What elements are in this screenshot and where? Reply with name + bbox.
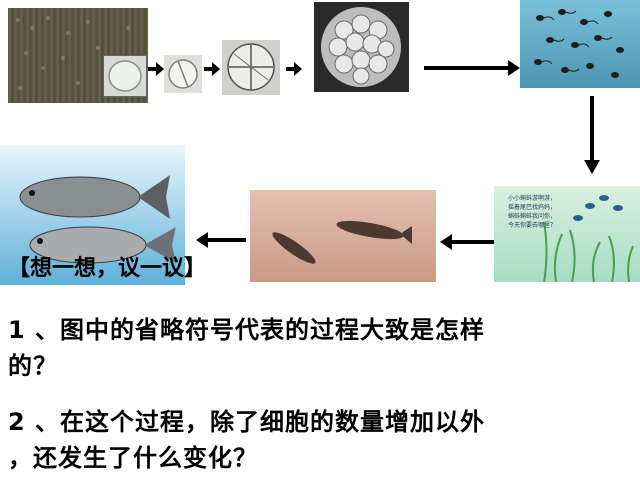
fry-illustration bbox=[272, 220, 412, 264]
adult-fish-photo bbox=[0, 145, 185, 285]
fish-fry-photo bbox=[250, 190, 436, 282]
arrow-4 bbox=[424, 60, 520, 76]
tadpole-swarm bbox=[534, 9, 624, 78]
morula-cells bbox=[321, 7, 401, 87]
tadpoles-photo bbox=[520, 0, 640, 88]
question-2: 2 、在这个过程，除了细胞的数量增加以外 ，还发生了什么变化？ bbox=[8, 404, 632, 476]
poem-line: 今天你要去哪里？ bbox=[508, 222, 557, 229]
arrow-3 bbox=[286, 62, 302, 76]
arrow-2 bbox=[204, 62, 220, 76]
two-cell-image bbox=[164, 55, 202, 93]
four-cell-image bbox=[222, 40, 280, 95]
arrow-5 bbox=[584, 96, 600, 174]
egg-cell-image bbox=[103, 55, 147, 97]
question-1-line-2: 的？ bbox=[8, 352, 58, 380]
question-1-line-1: 1 、图中的省略符号代表的过程大致是怎样 bbox=[8, 316, 486, 344]
arrow-7 bbox=[196, 232, 246, 248]
morula-image bbox=[314, 2, 409, 92]
poem-text: 小小蝌蚪游啊游， 摇着尾巴找妈妈， 蝌蚪蝌蚪我问你， 今天你要去哪里？ bbox=[508, 194, 578, 230]
question-2-line-1: 2 、在这个过程，除了细胞的数量增加以外 bbox=[8, 408, 486, 436]
arrow-6 bbox=[440, 234, 494, 250]
discussion-heading: 【想一想，议一议】 bbox=[8, 256, 207, 281]
question-2-line-2: ，还发生了什么变化？ bbox=[8, 444, 258, 472]
poem-line: 蝌蚪蝌蚪我问你， bbox=[508, 213, 557, 220]
carp-illustration bbox=[19, 175, 176, 264]
tadpole-scene-image: 小小蝌蚪游啊游， 摇着尾巴找妈妈， 蝌蚪蝌蚪我问你， 今天你要去哪里？ bbox=[494, 186, 640, 282]
poem-line: 摇着尾巴找妈妈， bbox=[508, 204, 557, 211]
arrow-1 bbox=[148, 62, 164, 76]
scene-illustration bbox=[543, 195, 634, 282]
question-1: 1 、图中的省略符号代表的过程大致是怎样 的？ bbox=[8, 312, 632, 384]
poem-line: 小小蝌蚪游啊游， bbox=[508, 195, 557, 202]
